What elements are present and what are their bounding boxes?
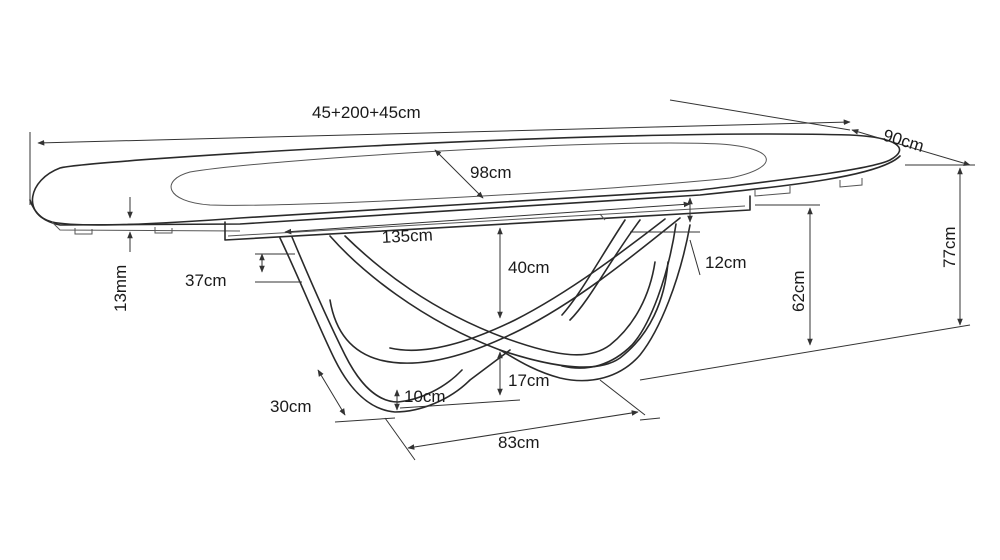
label-base-length: 83cm bbox=[498, 433, 540, 452]
label-leg-height-upper: 40cm bbox=[508, 258, 550, 277]
label-glass-insert: 98cm bbox=[470, 163, 512, 182]
label-foot-depth: 30cm bbox=[270, 397, 312, 416]
label-frame-length: 135cm bbox=[381, 225, 433, 247]
label-total-length: 45+200+45cm bbox=[312, 103, 421, 122]
table-top bbox=[29, 133, 901, 235]
label-foot-height: 17cm bbox=[508, 371, 550, 390]
dimension-lines bbox=[29, 99, 975, 461]
table-base bbox=[279, 213, 691, 413]
label-depth: 90cm bbox=[881, 126, 926, 156]
label-total-height: 77cm bbox=[940, 226, 959, 268]
label-frame-offset: 37cm bbox=[185, 271, 227, 290]
label-under-frame-height: 62cm bbox=[789, 270, 808, 312]
label-frame-height: 12cm bbox=[705, 253, 747, 272]
label-foot-gap: 10cm bbox=[404, 387, 446, 406]
dimension-labels: 45+200+45cm 90cm 98cm 135cm 40cm 12cm 62… bbox=[111, 103, 959, 452]
label-top-thickness: 13mm bbox=[111, 265, 130, 312]
